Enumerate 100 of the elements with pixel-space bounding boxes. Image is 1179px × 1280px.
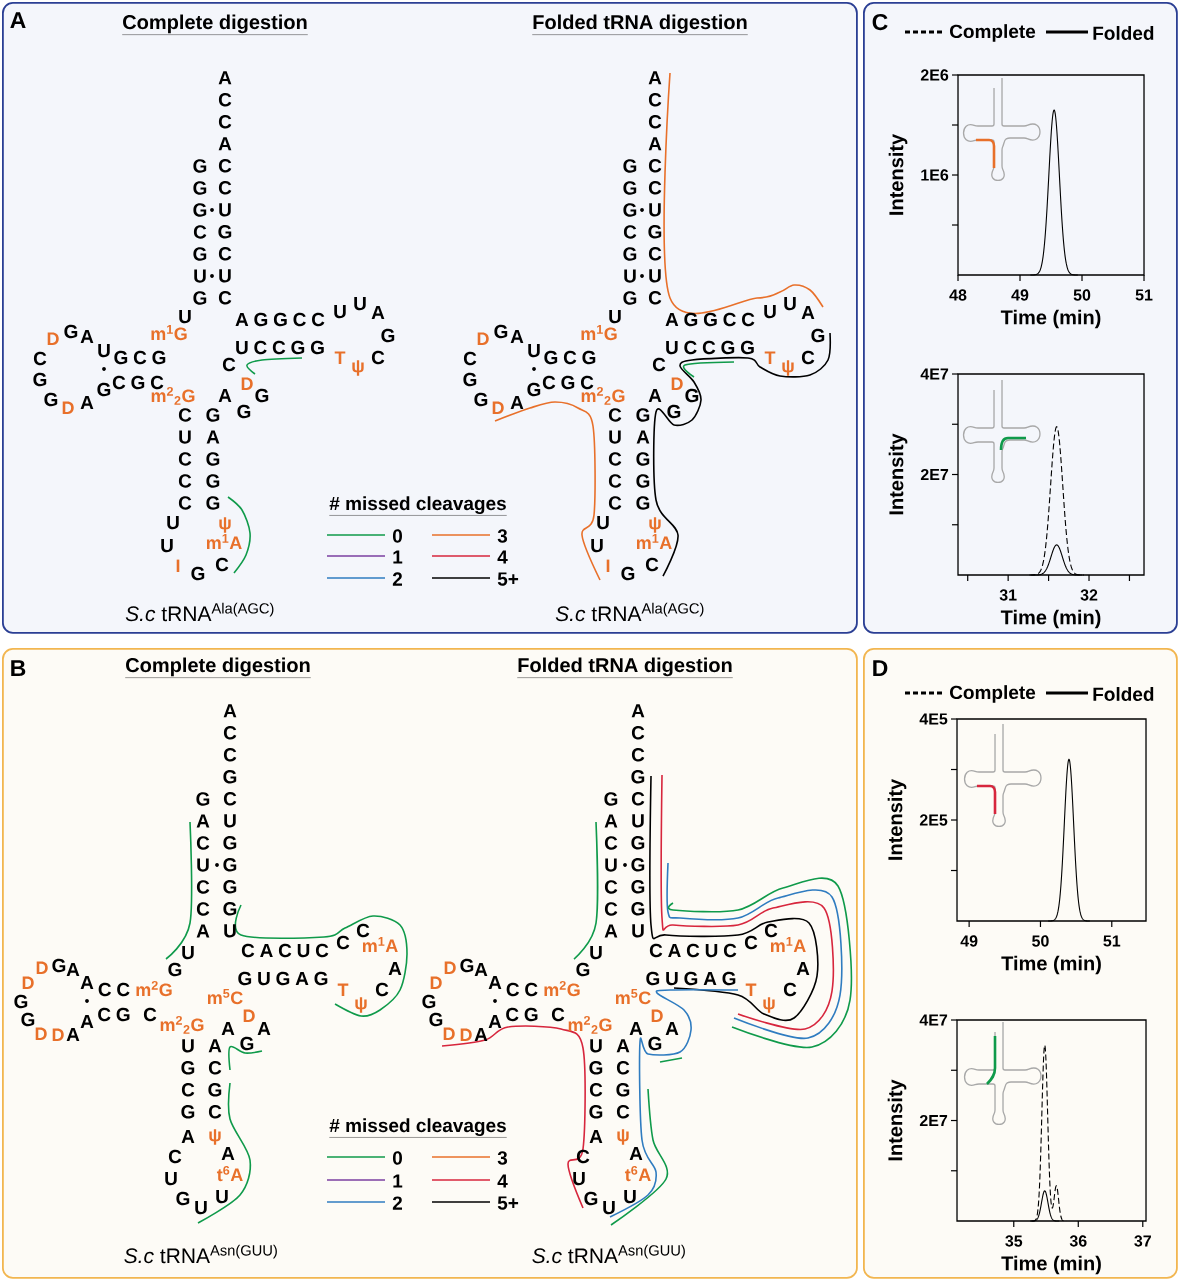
trna-name: S.c tRNA$^{Ala(AGC)}$ xyxy=(555,602,704,622)
axis-title: Intensity xyxy=(887,1079,907,1161)
nucleotide: C xyxy=(222,357,236,372)
nucleotide: U xyxy=(590,945,602,960)
nucleotide: A xyxy=(488,1014,502,1028)
axis-title: Time (min) xyxy=(1001,1255,1101,1275)
modified-nucleotide: D xyxy=(651,1009,663,1022)
nucleotide: A xyxy=(648,388,662,402)
nucleotide: A xyxy=(80,975,94,989)
tick-label: 32 xyxy=(1080,589,1098,601)
modified-nucleotide: m$^{2}$$_{2}$G xyxy=(160,1015,204,1034)
trna-name: S.c tRNA$^{Ala(AGC)}$ xyxy=(125,602,274,622)
legend-label: 1 xyxy=(393,550,403,564)
nucleotide: A xyxy=(474,1027,488,1041)
nucleotide: C xyxy=(801,350,815,365)
axis-title: Intensity xyxy=(888,433,908,515)
modified-nucleotide: I xyxy=(176,559,180,572)
nucleotide: A xyxy=(388,961,402,975)
nucleotide: A xyxy=(629,1021,643,1035)
tick-label: 50 xyxy=(1032,935,1049,947)
legend-label: 0 xyxy=(392,529,402,543)
modified-nucleotide: m$^{2}$G xyxy=(544,980,580,997)
nucleotide-sequence: C U C C C xyxy=(608,408,622,510)
nucleotide: G xyxy=(52,958,66,973)
modified-nucleotide: m$^{1}$A xyxy=(770,937,806,952)
modified-nucleotide: ψ xyxy=(355,997,367,1013)
legend-label: Complete xyxy=(950,24,1036,42)
legend-label: 5+ xyxy=(497,1196,519,1210)
legend-label: 2 xyxy=(392,572,402,586)
nucleotide: C xyxy=(371,350,385,365)
nucleotide: G xyxy=(168,962,182,977)
modified-nucleotide: D xyxy=(443,1027,455,1040)
nucleotide: G xyxy=(667,404,681,419)
nucleotide: C xyxy=(33,351,47,366)
nucleotide: C xyxy=(744,935,758,950)
nucleotide: G xyxy=(237,404,251,419)
nucleotide: A xyxy=(80,1014,94,1028)
nucleotide: G xyxy=(64,324,78,339)
nucleotide-sequence: G G G C G U G xyxy=(193,159,207,305)
tick-label: 4E5 xyxy=(919,713,948,725)
modified-nucleotide: m$^{2}$$_{2}$G xyxy=(568,1015,612,1034)
nucleotide: C xyxy=(652,357,666,372)
tick-label: 37 xyxy=(1134,1235,1151,1247)
nucleotide: C xyxy=(375,982,389,997)
modified-nucleotide: D xyxy=(241,377,253,390)
nucleotide: G xyxy=(648,1036,662,1051)
nucleotide: U xyxy=(528,343,540,358)
nucleotide: A xyxy=(510,329,524,343)
nucleotide: A xyxy=(181,1129,195,1143)
legend-label: Folded xyxy=(1093,26,1154,40)
nucleotide: G xyxy=(97,382,111,397)
axis-title: Time (min) xyxy=(1000,309,1101,329)
nucleotide: G xyxy=(255,388,269,403)
tick-label: 4E7 xyxy=(920,368,949,380)
legend-label: 0 xyxy=(392,1151,402,1165)
nucleotide-sequence: G C G xyxy=(544,350,596,365)
modified-nucleotide: D xyxy=(460,1028,472,1041)
nucleotide: C xyxy=(764,923,778,938)
legend-title: # missed cleavages xyxy=(329,1118,507,1138)
tick-label: 4E7 xyxy=(919,1014,948,1026)
legend-label: Complete xyxy=(950,685,1036,703)
modified-nucleotide: m$^{1}$G xyxy=(151,325,187,341)
nucleotide: C xyxy=(551,1007,565,1022)
nucleotide-sequence: C G xyxy=(506,1007,538,1022)
nucleotide-sequence: A G G C C xyxy=(665,312,755,327)
trna-name: S.c tRNA$^{Asn(GUU)}$ xyxy=(532,1244,685,1264)
nucleotide: A xyxy=(474,962,488,976)
nucleotide: A xyxy=(665,1021,679,1035)
nucleotide: U xyxy=(597,515,609,530)
trna-name: S.c tRNA$^{Asn(GUU)}$ xyxy=(124,1244,277,1264)
nucleotide: U xyxy=(161,538,173,553)
nucleotide: G xyxy=(576,962,590,977)
nucleotide-sequence: A G G C C xyxy=(235,312,325,327)
nucleotide: U xyxy=(764,304,776,319)
modified-nucleotide: m$^{1}$A xyxy=(206,534,242,549)
nucleotide: A xyxy=(66,1027,80,1041)
nucleotide: G xyxy=(44,392,58,407)
legend-label: 4 xyxy=(497,550,508,564)
nucleotide: C xyxy=(783,982,797,997)
nucleotide: G xyxy=(191,566,205,581)
nucleotide: G xyxy=(381,328,395,343)
panel-heading: Complete digestion xyxy=(122,14,308,35)
nucleotide: G xyxy=(460,958,474,973)
modified-nucleotide: D xyxy=(430,976,442,989)
nucleotide-sequence: U C C G G xyxy=(236,340,324,355)
modified-nucleotide: D xyxy=(52,1028,64,1041)
axis-title: Time (min) xyxy=(1001,955,1101,975)
nucleotide: U xyxy=(784,296,796,311)
nucleotide: C xyxy=(336,935,350,950)
legend-label: Folded xyxy=(1093,687,1154,701)
nucleotide-sequence: C C xyxy=(98,982,130,997)
nucleotide-sequence: A C G C xyxy=(616,1039,630,1119)
modified-nucleotide: D xyxy=(47,332,59,345)
modified-nucleotide: D xyxy=(444,961,456,974)
axis-title: Intensity xyxy=(888,134,908,215)
nucleotide: A xyxy=(80,329,94,343)
nucleotide: G xyxy=(494,324,508,339)
legend-title: # missed cleavages xyxy=(329,496,507,516)
legend-label: 5+ xyxy=(497,572,519,586)
nucleotide: C xyxy=(463,351,477,366)
